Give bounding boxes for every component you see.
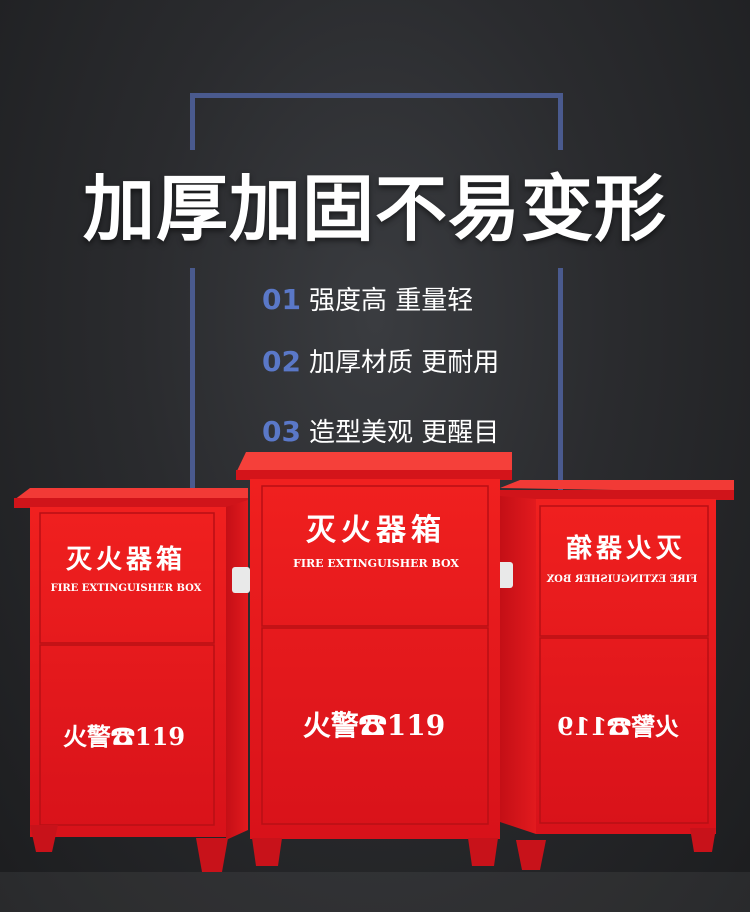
feature-2-number: 02 [262,345,301,378]
feature-1-number: 01 [262,283,301,316]
frame-top [190,93,563,98]
feature-2-text: 加厚材质 更耐用 [308,348,500,378]
left-box-title-en: FIRE EXTINGUISHER BOX [51,583,202,594]
frame-right-upper [558,93,563,150]
feature-1-text: 强度高 重量轻 [308,286,474,316]
left-box-alarm: 火警☎119 [63,722,185,751]
right-box-title-en: FIRE EXTINGUISHER BOX [546,574,697,585]
center-box-title-cn: 灭火器箱 [306,513,446,548]
frame-right-lower [558,268,563,498]
feature-3-text: 造型美观 更醒目 [308,418,500,448]
center-box-title-en: FIRE EXTINGUISHER BOX [293,557,459,570]
left-box-title-cn: 灭火器箱 [66,544,186,575]
center-box: 灭火器箱 FIRE EXTINGUISHER BOX 火警☎119 [232,452,512,866]
frame-left-lower [190,268,195,498]
feature-3-number: 03 [262,415,301,448]
right-box-title-cn: 灭火器箱 [562,533,682,564]
right-box: 灭火器箱 FIRE EXTINGUISHER BOX 火警☎119 [497,480,734,870]
right-box-alarm: 火警☎119 [557,712,679,741]
left-box: 灭火器箱 FIRE EXTINGUISHER BOX 火警☎119 [14,488,248,872]
center-box-alarm: 火警☎119 [303,709,445,742]
headline: 加厚加固不易变形 [82,167,667,251]
frame-left-upper [190,93,195,150]
